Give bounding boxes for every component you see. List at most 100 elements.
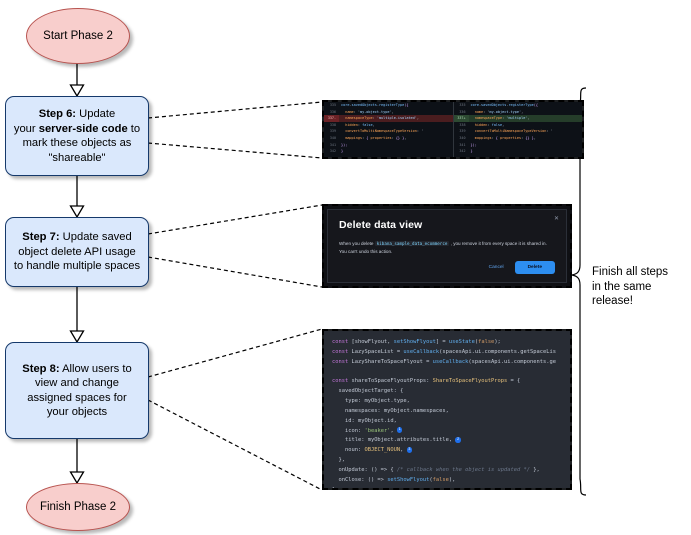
diff-line-number: 335 <box>459 103 466 107</box>
step-6-line2-bold: server-side code <box>38 122 128 135</box>
diff-line-number: 336 <box>459 109 466 114</box>
step-7-label: Step 7: <box>22 231 60 244</box>
start-phase-2-node[interactable]: Start Phase 2 <box>26 8 130 64</box>
diff-line-number: 337+ <box>453 115 469 122</box>
diff-line-number: 339 <box>459 129 466 134</box>
diff-line-number: 338 <box>459 122 466 127</box>
diff-line-code: name: 'my-object-type', <box>345 109 394 114</box>
diff-line-code: mappings: { properties: {} }, <box>345 135 407 140</box>
diff-line-number: 341 <box>329 142 336 147</box>
finish-phase-2-node[interactable]: Finish Phase 2 <box>26 483 130 531</box>
diff-line-code: convertToMultiNamespaceTypeVersion: ' <box>474 129 553 134</box>
cancel-button[interactable]: Cancel <box>488 265 504 270</box>
step-6-line2-post: to <box>127 122 141 135</box>
diff-line: 337- namespaceType: 'multiple-isolated', <box>324 115 453 122</box>
modal-body-post: , you remove it from every space it is s… <box>339 241 547 254</box>
modal-actions: Cancel Delete <box>489 261 555 274</box>
diff-line-number: 338 <box>329 122 336 127</box>
diff-pane-before: 335 core.savedObjects.registerType({ 336 n… <box>324 102 453 157</box>
diff-line-number: 335 <box>329 103 336 107</box>
diff-line: 339 convertToMultiNamespaceTypeVersion: … <box>454 128 583 135</box>
step-6-line2-pre: your <box>13 122 39 135</box>
diff-line-number: 342 <box>329 149 336 154</box>
code-line: const shareToSpaceFlyoutProps: ShareToSp… <box>332 378 521 385</box>
diff-line-code: core.savedObjects.registerType({ <box>341 103 409 107</box>
step-7-node[interactable]: Step 7: Update saved object delete API u… <box>5 217 149 287</box>
diff-line: 336 name: 'my-object-type', <box>324 109 453 116</box>
diff-line-code: name: 'my-object-type', <box>474 109 524 114</box>
diff-line-number: 340 <box>459 135 466 140</box>
code-line: }, <box>332 457 345 464</box>
code-line: title: myObject.attributes.title, 2 <box>332 437 461 444</box>
start-phase-2-label: Start Phase 2 <box>43 30 113 42</box>
code-line: type: myObject.type, <box>332 398 410 405</box>
code-line: noun: OBJECT_NOUN, 3 <box>332 447 413 454</box>
diff-screenshot[interactable]: 335 core.savedObjects.registerType({ 336 n… <box>322 100 584 159</box>
diff-line-number: 336 <box>329 109 336 114</box>
diff-line-code: mappings: { properties: {} }, <box>474 135 536 140</box>
code-line: const [showFlyout, setShowFlyout] = useS… <box>332 339 501 345</box>
step-8-line3: assigned spaces for <box>27 391 127 404</box>
diff-line-number: 337- <box>324 115 339 122</box>
code-line: }; <box>332 486 339 490</box>
data-view-name-chip: kibana_sample_data_ecommerce <box>374 241 450 246</box>
diff-line: 340 mappings: { properties: {} }, <box>454 135 583 142</box>
step-7-line2: object delete API usage <box>18 245 136 258</box>
delete-button[interactable]: Delete <box>514 261 555 274</box>
release-note-line-3: release! <box>592 295 633 308</box>
step-8-line4: your objects <box>46 406 108 418</box>
modal-body-pre: When you delete <box>339 241 375 246</box>
react-code-block: const [showFlyout, setShowFlyout] = useS… <box>324 331 570 488</box>
diff-line-number: 342 <box>459 149 466 154</box>
modal-screenshot[interactable]: ✕ Delete data view When you delete kiban… <box>322 204 572 288</box>
diff-line: 341}); <box>324 142 453 149</box>
diff-line-code: convertToMultiNamespaceTypeVersion: ' <box>345 129 424 134</box>
diff-line: 339 convertToMultiNamespaceTypeVersion: … <box>324 128 453 135</box>
code-line: onUpdate: () => { /* callback when the o… <box>332 466 540 473</box>
code-callout-badge: 1 <box>396 427 403 433</box>
code-line: id: myObject.id, <box>332 417 397 424</box>
diff-line-code: hidden: false, <box>345 122 375 127</box>
code-line: onClose: () => setShowFlyout(false), <box>332 476 456 483</box>
close-icon[interactable]: ✕ <box>553 216 559 222</box>
finish-phase-2-label: Finish Phase 2 <box>39 501 117 513</box>
diff-line-code: namespaceType: 'multiple-isolated', <box>345 116 419 121</box>
release-note-line-2: in the same <box>592 280 652 293</box>
step-7-line3: to handle multiple spaces <box>13 260 141 273</box>
step-8-node[interactable]: Step 8: Allow users to view and change a… <box>5 342 149 439</box>
diff-line-code: } <box>470 149 473 154</box>
code-callout-badge: 3 <box>406 447 413 453</box>
diff-line-code: hidden: false, <box>474 122 505 127</box>
delete-data-view-modal: ✕ Delete data view When you delete kiban… <box>327 209 567 283</box>
diff-line-number: 340 <box>329 135 336 140</box>
diff-line: 342} <box>454 148 583 155</box>
code-line <box>332 368 570 378</box>
code-callout-badge: 2 <box>455 437 461 443</box>
step-8-line1: Allow users to <box>59 362 132 375</box>
code-line: namespaces: myObject.namespaces, <box>332 407 449 414</box>
release-note: Finish all steps in the same release! <box>592 265 690 309</box>
diff-line-number: 341 <box>459 142 466 147</box>
diff-line: 338 hidden: false, <box>324 122 453 129</box>
step-6-node[interactable]: Step 6: Update your server-side code to … <box>5 96 149 176</box>
code-line: icon: 'beaker', 1 <box>332 427 403 434</box>
diff-line-code: }); <box>341 142 348 147</box>
diff-line: 337+ namespaceType: 'multiple', <box>453 115 582 122</box>
diff-line-number: 339 <box>329 129 336 134</box>
step-7-line1: Update saved <box>59 231 132 244</box>
release-note-line-1: Finish all steps <box>592 266 669 278</box>
react-code-screenshot[interactable]: const [showFlyout, setShowFlyout] = useS… <box>322 329 572 490</box>
code-line: const LazySpaceList = useCallback(spaces… <box>332 348 556 355</box>
diff-line-code: } <box>341 149 344 154</box>
step-8-label: Step 8: <box>22 362 60 375</box>
diff-line: 336 name: 'my-object-type', <box>454 109 583 116</box>
code-line: savedObjectTarget: { <box>332 388 404 395</box>
diff-line: 342} <box>324 148 453 155</box>
diff-line: 338 hidden: false, <box>454 122 583 129</box>
step-6-line1: Update <box>76 108 116 120</box>
diff-line: 335 core.savedObjects.registerType({ <box>324 102 453 109</box>
code-line: const LazyShareToSpaceFlyout = useCallba… <box>332 358 556 365</box>
